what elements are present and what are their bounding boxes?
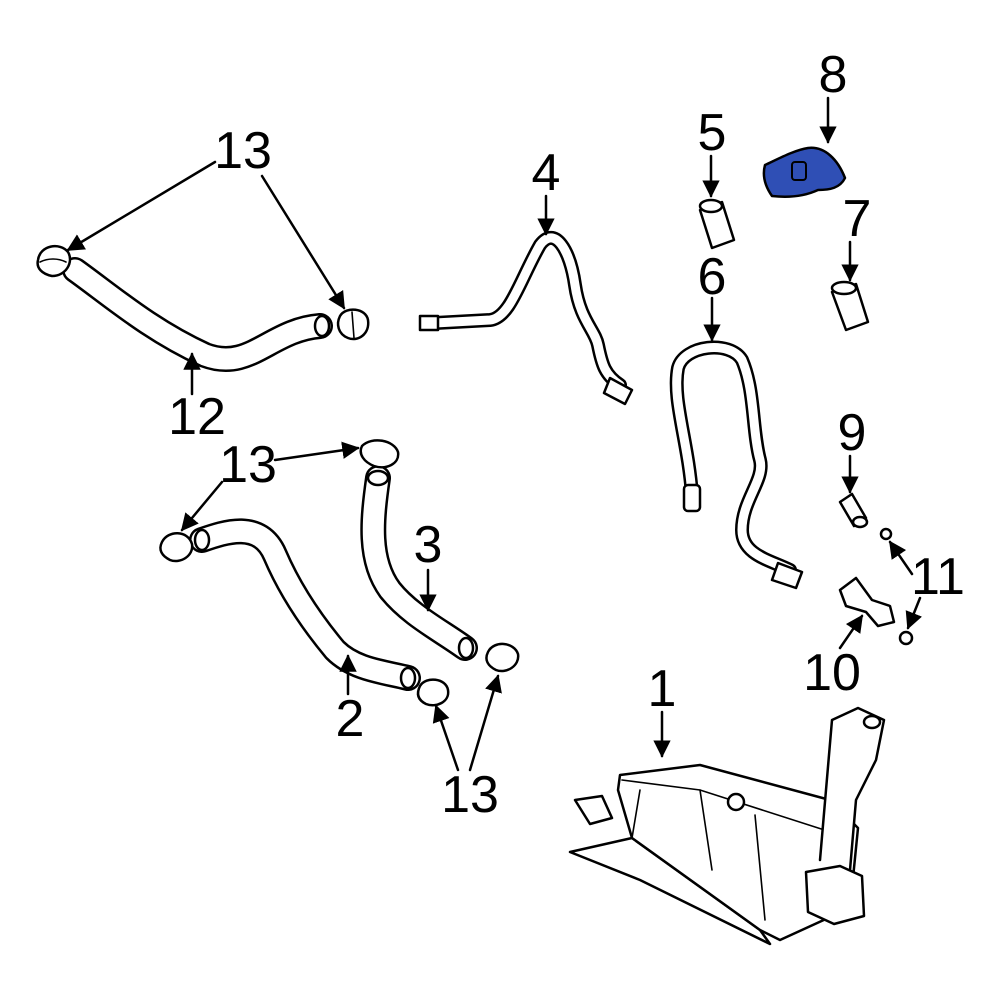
callout-8: 8 xyxy=(819,46,848,104)
part-5-insulator[interactable] xyxy=(698,198,736,250)
callout-2: 2 xyxy=(336,690,365,748)
callout-13-bottom: 13 xyxy=(441,766,499,824)
part-11-oring-a[interactable] xyxy=(879,527,893,541)
clamp-13-f[interactable] xyxy=(485,642,520,673)
clamp-13-e[interactable] xyxy=(416,678,450,707)
callout-1: 1 xyxy=(648,660,677,718)
callout-11: 11 xyxy=(911,548,965,606)
part-10-fitting[interactable] xyxy=(838,576,896,628)
part-12-hose[interactable] xyxy=(62,257,333,372)
part-6-tube[interactable] xyxy=(669,340,804,590)
callout-10: 10 xyxy=(803,644,861,702)
part-8-bracket[interactable] xyxy=(762,146,847,198)
clamp-13-a[interactable] xyxy=(36,244,72,278)
callout-13-mid: 13 xyxy=(219,436,277,494)
clamp-13-b[interactable] xyxy=(336,308,370,341)
callout-13-top: 13 xyxy=(214,122,272,180)
part-1-cooler[interactable] xyxy=(568,706,886,946)
part-4-tube[interactable] xyxy=(418,231,634,406)
leader-lines xyxy=(66,96,922,772)
clamp-13-d[interactable] xyxy=(359,439,400,469)
part-2-hose[interactable] xyxy=(189,518,421,691)
part-3-hose[interactable] xyxy=(360,465,478,661)
part-11-oring-b[interactable] xyxy=(898,630,914,646)
callout-3: 3 xyxy=(414,516,443,574)
callout-9: 9 xyxy=(838,404,867,462)
part-9-fitting[interactable] xyxy=(838,492,869,529)
callout-4: 4 xyxy=(532,144,561,202)
callout-5: 5 xyxy=(698,104,727,162)
part-7-insulator[interactable] xyxy=(830,280,870,332)
callout-12: 12 xyxy=(168,388,226,446)
clamp-13-c[interactable] xyxy=(159,532,194,563)
callout-6: 6 xyxy=(698,248,727,306)
callout-7: 7 xyxy=(843,190,872,248)
